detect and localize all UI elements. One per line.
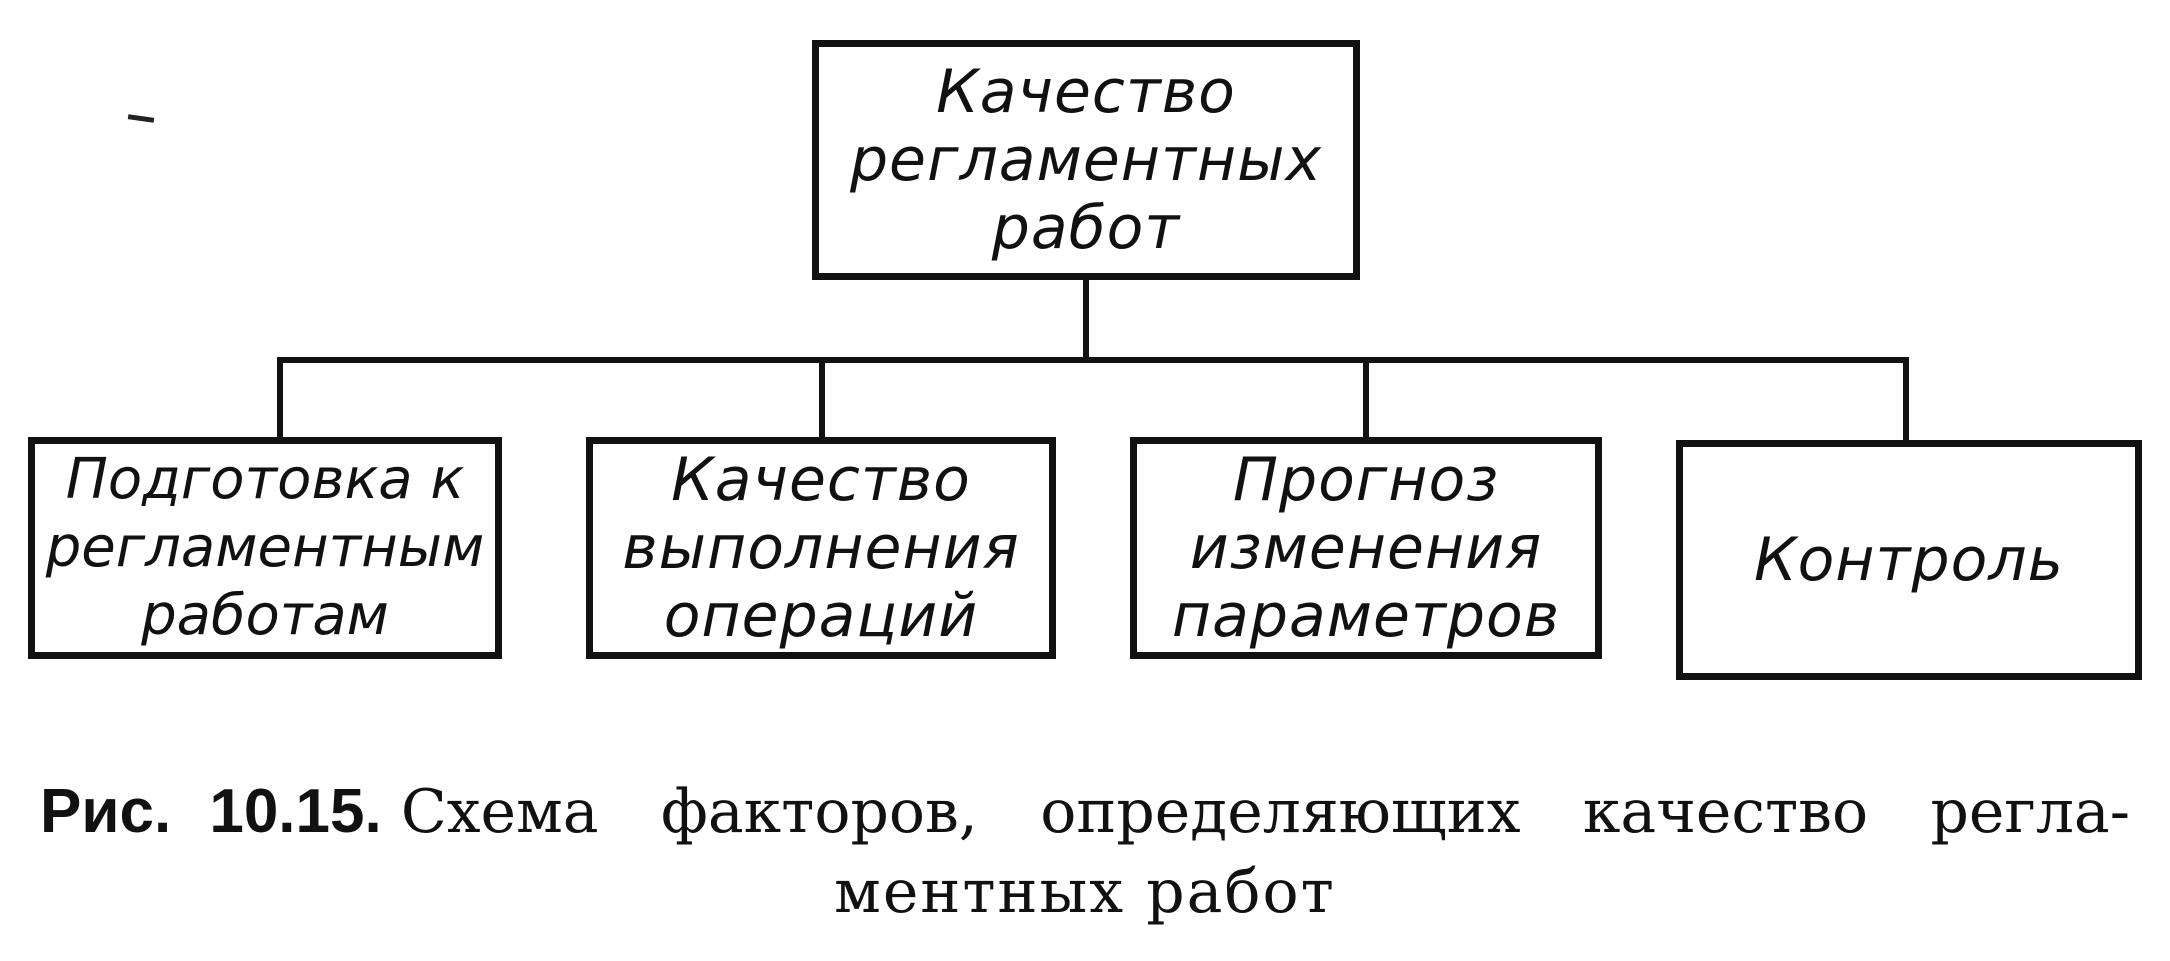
child-node-line: Качество — [671, 445, 971, 515]
child-node-execution-quality: Качество выполнения операций — [586, 437, 1056, 659]
figure-caption: Рис. 10.15. Схема факторов, определяющих… — [40, 772, 2130, 932]
child-node-line: операций — [663, 581, 979, 651]
child-node-line: выполнения — [622, 513, 1020, 583]
caption-figure-ref: Рис. 10.15. Схема — [40, 772, 599, 852]
child-node-line: параметров — [1171, 581, 1561, 651]
caption-word: определяющих — [1040, 777, 1521, 847]
child-node-forecast: Прогноз изменения параметров — [1130, 437, 1602, 659]
root-node: Качество регламентных работ — [812, 40, 1360, 280]
caption-word: факторов, — [660, 777, 978, 847]
root-node-line: Качество — [936, 57, 1236, 127]
child-node-line: регламентным — [45, 515, 485, 580]
root-node-line: работ — [991, 193, 1181, 263]
child-node-control: Контроль — [1676, 440, 2142, 680]
child-node-preparation: Подготовка к регламентным работам — [28, 437, 502, 659]
child-node-line: Контроль — [1754, 525, 2064, 595]
child-node-line: Подготовка к — [65, 447, 465, 512]
caption-figure-label: Рис. — [40, 777, 172, 846]
caption-line-1: Рис. 10.15. Схема факторов, определяющих… — [40, 772, 2130, 852]
child-node-line: работам — [141, 583, 389, 648]
caption-figure-number: 10.15. — [209, 777, 382, 846]
caption-word: качество — [1582, 777, 1869, 847]
caption-line-2: ментных работ — [834, 857, 1336, 927]
caption-word: регла- — [1930, 777, 2130, 847]
caption-word: Схема — [400, 777, 599, 847]
child-node-line: изменения — [1189, 513, 1543, 583]
root-node-line: регламентных — [849, 125, 1323, 195]
child-node-line: Прогноз — [1232, 445, 1500, 515]
